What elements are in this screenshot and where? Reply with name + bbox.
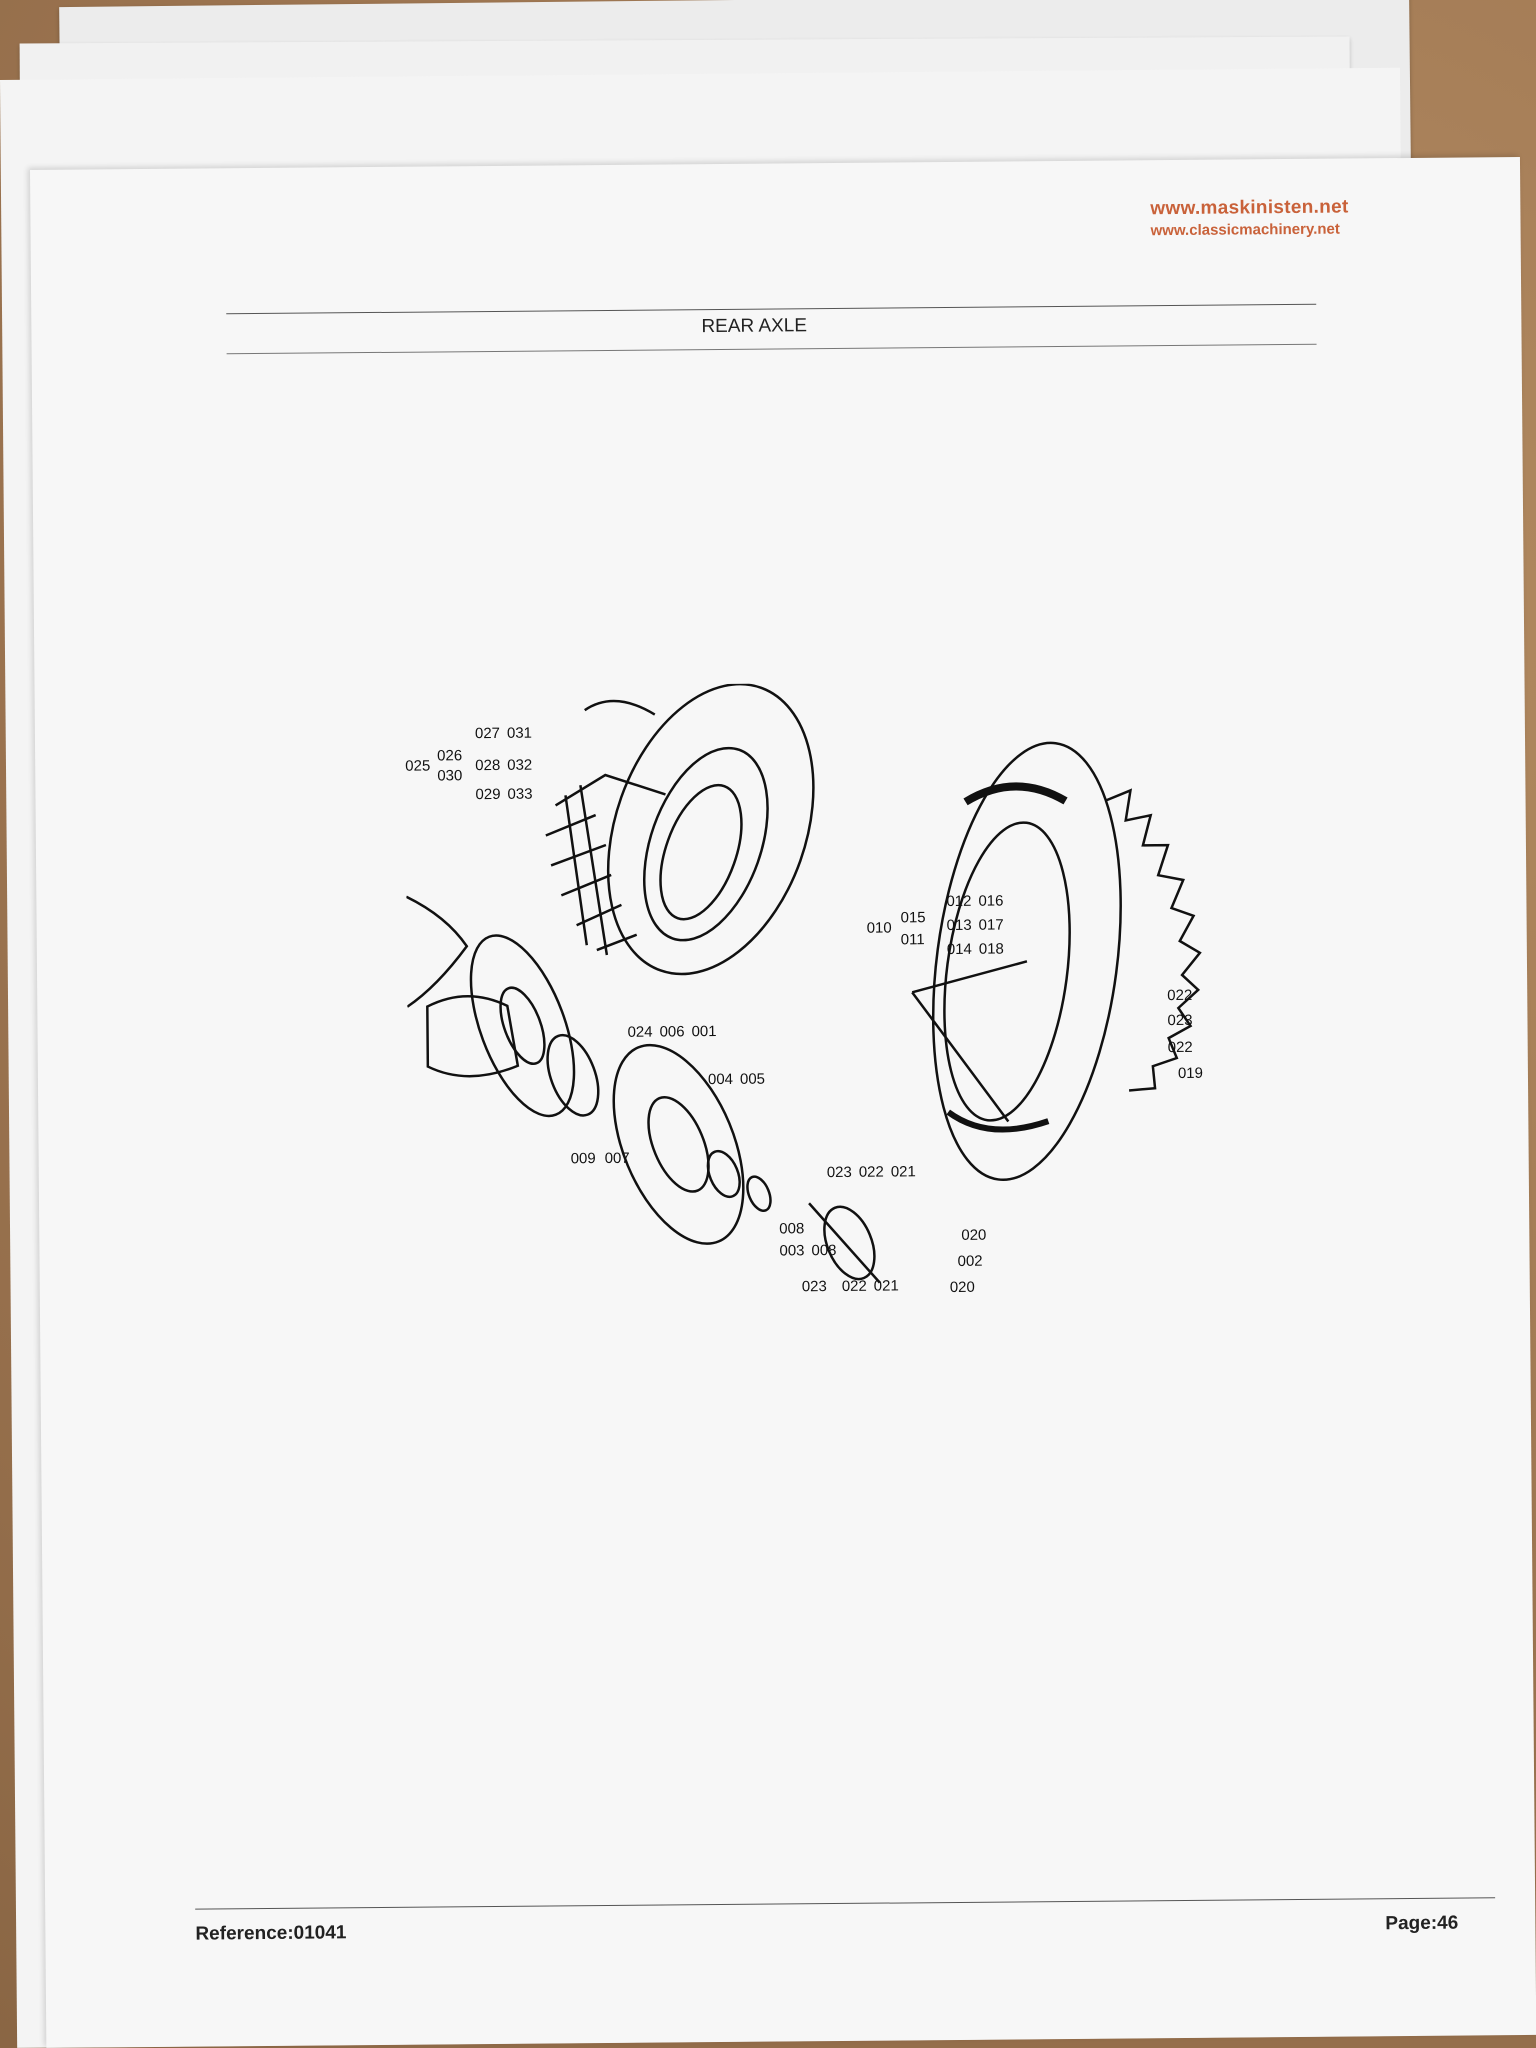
callout-label: 026 bbox=[437, 747, 462, 764]
callout-label: 014 bbox=[947, 941, 972, 958]
callout-label: 018 bbox=[979, 941, 1004, 958]
callout-label: 013 bbox=[947, 917, 972, 934]
callout-label: 005 bbox=[740, 1071, 765, 1088]
callout-label: 002 bbox=[957, 1253, 982, 1270]
callout-label: 023 bbox=[802, 1278, 827, 1295]
callout-label: 011 bbox=[901, 931, 925, 948]
callout-label: 021 bbox=[891, 1163, 916, 1180]
callout-label: 008 bbox=[779, 1220, 804, 1237]
callout-label: 015 bbox=[900, 909, 925, 926]
callout-label: 019 bbox=[1178, 1065, 1203, 1082]
page-number: Page:46 bbox=[1385, 1912, 1459, 1935]
callout-label: 024 bbox=[627, 1024, 652, 1041]
callout-label: 004 bbox=[708, 1071, 733, 1088]
callout-label: 022 bbox=[859, 1164, 884, 1181]
website-secondary: www.classicmachinery.net bbox=[1150, 220, 1340, 240]
tyre-illustration bbox=[545, 682, 815, 976]
callout-label: 021 bbox=[874, 1277, 899, 1294]
callout-label: 030 bbox=[437, 767, 462, 784]
reference-number: Reference:01041 bbox=[195, 1922, 347, 1945]
callout-label: 016 bbox=[978, 893, 1003, 910]
callout-label: 008 bbox=[811, 1242, 836, 1259]
callout-label: 017 bbox=[979, 917, 1004, 934]
callout-label: 032 bbox=[507, 757, 532, 774]
callout-label: 001 bbox=[691, 1023, 716, 1040]
header-rule bbox=[226, 343, 1317, 355]
callout-label: 025 bbox=[405, 758, 430, 775]
tractor-tyre-illustration bbox=[911, 741, 1202, 1182]
callout-label: 022 bbox=[1168, 1039, 1193, 1056]
callout-label: 010 bbox=[867, 920, 892, 937]
callout-label: 033 bbox=[507, 786, 532, 803]
header-rule bbox=[226, 303, 1317, 315]
website-primary: www.maskinisten.net bbox=[1150, 196, 1349, 220]
callout-label: 003 bbox=[779, 1242, 804, 1259]
callout-label: 007 bbox=[605, 1150, 630, 1167]
callout-label: 027 bbox=[475, 725, 500, 742]
callout-label: 029 bbox=[475, 786, 500, 803]
callout-label: 022 bbox=[842, 1278, 867, 1295]
footer-rule bbox=[195, 1897, 1496, 1910]
page-title: REAR AXLE bbox=[701, 315, 808, 338]
exploded-parts-diagram: 025 026 030 027 031 028 032 029 033 010 … bbox=[405, 682, 1203, 1296]
callout-label: 028 bbox=[475, 757, 500, 774]
callout-label: 006 bbox=[659, 1023, 684, 1040]
axle-housing-illustration bbox=[405, 895, 881, 1284]
callout-label: 031 bbox=[507, 725, 532, 742]
callout-label: 009 bbox=[571, 1150, 596, 1167]
callout-label: 022 bbox=[1167, 987, 1192, 1004]
callout-label: 020 bbox=[961, 1227, 986, 1244]
document-page: www.maskinisten.net www.classicmachinery… bbox=[30, 156, 1536, 2048]
callout-labels: 025 026 030 027 031 028 032 029 033 010 … bbox=[405, 725, 1203, 1296]
callout-label: 023 bbox=[1167, 1012, 1192, 1029]
callout-label: 023 bbox=[827, 1164, 852, 1181]
callout-label: 020 bbox=[950, 1279, 975, 1296]
callout-label: 012 bbox=[946, 893, 971, 910]
